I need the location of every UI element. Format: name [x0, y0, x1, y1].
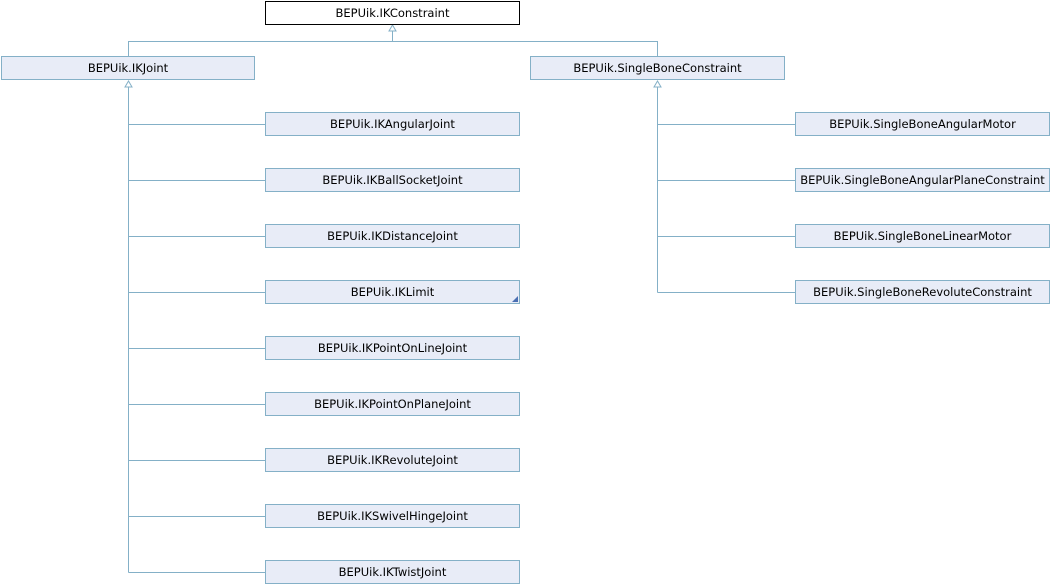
node-iklimit-label: BEPUik.IKLimit — [350, 285, 435, 299]
node-singleboneangularmotor[interactable]: BEPUik.SingleBoneAngularMotor — [795, 112, 1050, 136]
node-iktwistjoint[interactable]: BEPUik.IKTwistJoint — [265, 560, 520, 584]
arrow-single — [653, 80, 662, 88]
node-singleboneangularplaneconstraint[interactable]: BEPUik.SingleBoneAngularPlaneConstraint — [795, 168, 1050, 192]
node-ikconstraint: BEPUik.IKConstraint — [265, 1, 520, 25]
node-ikpointonlinejoint[interactable]: BEPUik.IKPointOnLineJoint — [265, 336, 520, 360]
node-ikrevolutejoint[interactable]: BEPUik.IKRevoluteJoint — [265, 448, 520, 472]
connectors — [124, 24, 795, 573]
node-singleboneconstraint[interactable]: BEPUik.SingleBoneConstraint — [530, 56, 785, 80]
node-ikdistancejoint[interactable]: BEPUik.IKDistanceJoint — [265, 224, 520, 248]
node-ikballsocketjoint[interactable]: BEPUik.IKBallSocketJoint — [265, 168, 520, 192]
node-ikjoint[interactable]: BEPUik.IKJoint — [1, 56, 255, 80]
more-children-marker-icon — [512, 296, 518, 302]
node-ikangularjoint[interactable]: BEPUik.IKAngularJoint — [265, 112, 520, 136]
node-singlebonelinearmotor[interactable]: BEPUik.SingleBoneLinearMotor — [795, 224, 1050, 248]
node-singlebonerevoluteconstraint[interactable]: BEPUik.SingleBoneRevoluteConstraint — [795, 280, 1050, 304]
connector-root-bus — [128, 41, 658, 56]
node-iklimit[interactable]: BEPUik.IKLimit — [265, 280, 520, 304]
node-ikpointonplanejoint[interactable]: BEPUik.IKPointOnPlaneJoint — [265, 392, 520, 416]
node-ikswivelhingejoint[interactable]: BEPUik.IKSwivelHingeJoint — [265, 504, 520, 528]
arrow-ikjoint — [124, 80, 133, 88]
arrow-root — [388, 24, 397, 32]
